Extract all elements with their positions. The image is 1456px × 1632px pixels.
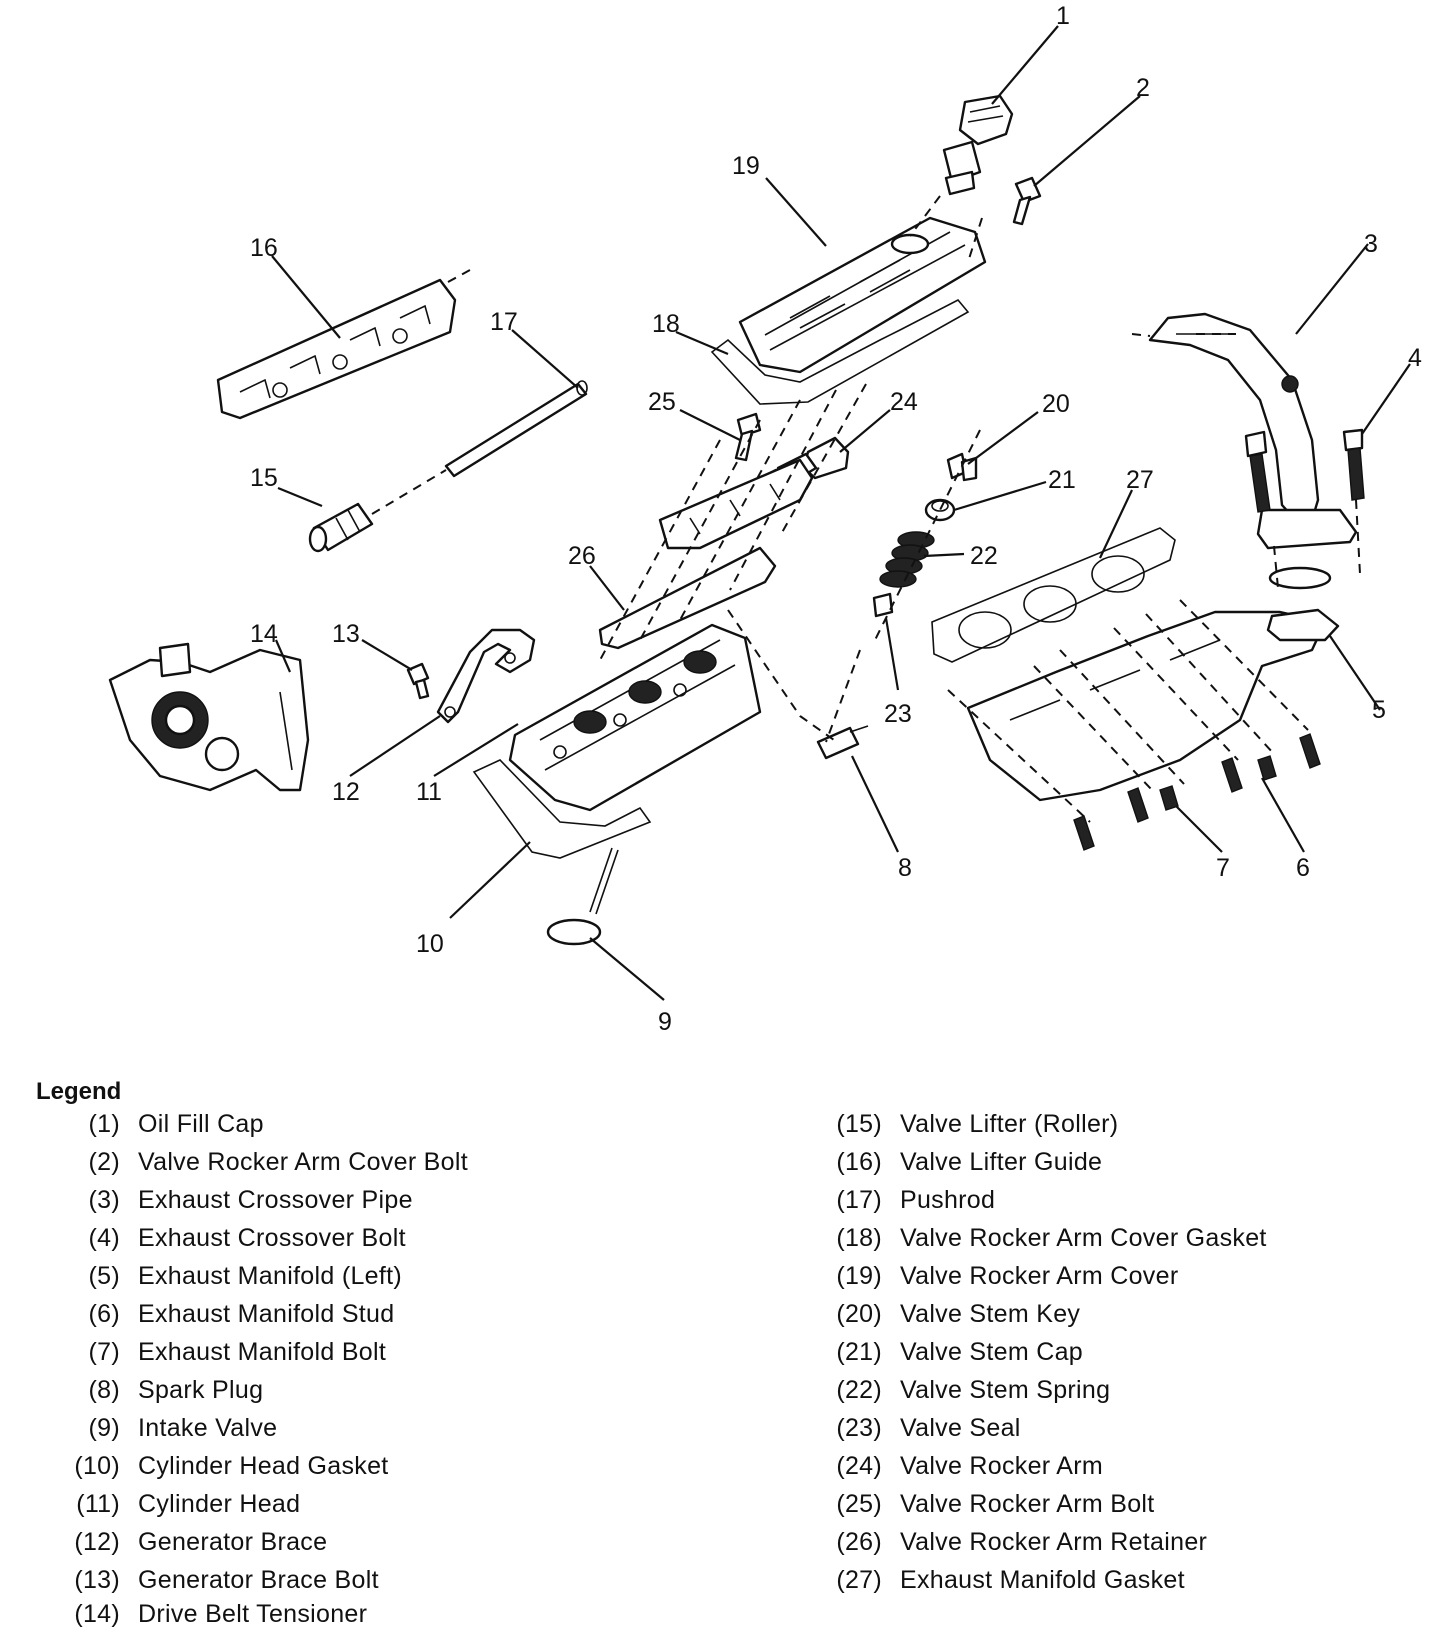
cylinder-head-part [508,623,762,812]
valve-stem-key-part [946,452,978,482]
callout-19: 19 [732,152,760,180]
legend-item: (8)Spark Plug [88,1376,264,1404]
legend-item: (25)Valve Rocker Arm Bolt [836,1490,1155,1518]
callout-9: 9 [658,1008,672,1036]
cover-bolt-part [1012,176,1042,226]
callout-1: 1 [1056,2,1070,30]
callout-21: 21 [1048,466,1076,494]
generator-brace-bolt-part [406,662,430,700]
exhaust-manifold-part [966,608,1340,802]
legend-item: (19)Valve Rocker Arm Cover [836,1262,1179,1290]
exhaust-manifold-gasket-part [931,527,1176,663]
callout-22: 22 [970,542,998,570]
callout-11: 11 [416,778,442,806]
oil-fill-cap-part [942,94,1014,196]
valve-stem-cap-part [924,498,956,522]
legend-item: (27)Exhaust Manifold Gasket [836,1566,1185,1594]
exhaust-crossover-pipe-part [1148,312,1358,590]
callout-23: 23 [884,700,912,728]
legend-item: (22)Valve Stem Spring [836,1376,1111,1404]
valve-stem-spring-part [879,531,935,588]
callout-5: 5 [1372,696,1386,724]
callout-14: 14 [250,620,278,648]
legend-item: (2)Valve Rocker Arm Cover Bolt [88,1148,468,1176]
callout-6: 6 [1296,854,1310,882]
callout-27: 27 [1126,466,1154,494]
legend-item: (11)Cylinder Head [76,1490,301,1518]
rocker-arm-bolt-part [734,412,762,462]
callout-18: 18 [652,310,680,338]
valve-seal-part [872,592,894,618]
callout-13: 13 [332,620,360,648]
callout-15: 15 [250,464,278,492]
legend-item: (17)Pushrod [836,1186,996,1214]
legend-item: (23)Valve Seal [836,1414,1021,1442]
callout-24: 24 [890,388,918,416]
rocker-arm-retainer-part [598,458,814,650]
callout-17: 17 [490,308,518,336]
legend-item: (20)Valve Stem Key [836,1300,1081,1328]
legend-item: (26)Valve Rocker Arm Retainer [836,1528,1208,1556]
exhaust-crossover-bolts-part [1244,428,1365,513]
valve-lifter-part [308,502,374,553]
callout-16: 16 [250,234,278,262]
legend-item: (7)Exhaust Manifold Bolt [88,1338,387,1366]
legend-item: (24)Valve Rocker Arm [836,1452,1104,1480]
callout-4: 4 [1408,344,1422,372]
cover-gasket-part [710,298,970,405]
legend-item: (4)Exhaust Crossover Bolt [88,1224,406,1252]
callout-2: 2 [1136,74,1150,102]
legend-item: (16)Valve Lifter Guide [836,1148,1103,1176]
legend-title: Legend [36,1078,122,1105]
legend-item: (18)Valve Rocker Arm Cover Gasket [836,1224,1267,1252]
legend-item: (9)Intake Valve [88,1414,278,1442]
legend-item: (10)Cylinder Head Gasket [74,1452,389,1480]
pushrod-part [444,380,588,478]
manifold-studs-bolts-part [1073,733,1321,851]
spark-plug-part [816,725,869,760]
exploded-view-diagram: 1 2 3 4 5 6 7 8 9 10 11 12 13 14 15 16 1… [108,2,1422,1036]
legend-item: (3)Exhaust Crossover Pipe [88,1186,413,1214]
valve-lifter-guide-part [216,278,457,420]
intake-valve-part [546,847,619,946]
callout-20: 20 [1042,390,1070,418]
callout-7: 7 [1216,854,1230,882]
legend-item: (13)Generator Brace Bolt [74,1566,379,1594]
callout-26: 26 [568,542,596,570]
legend-item: (6)Exhaust Manifold Stud [88,1300,395,1328]
legend-item: (5)Exhaust Manifold (Left) [88,1262,402,1290]
generator-brace-part [436,628,536,724]
callout-10: 10 [416,930,444,958]
drive-belt-tensioner-part [108,642,310,792]
callout-8: 8 [898,854,912,882]
callout-12: 12 [332,778,360,806]
legend-item: (1)Oil Fill Cap [88,1110,264,1138]
legend-item: (14)Drive Belt Tensioner [74,1600,368,1628]
legend-item: (12)Generator Brace [74,1528,328,1556]
cylinder-head-gasket-part [472,759,652,859]
legend-item: (21)Valve Stem Cap [836,1338,1083,1366]
callout-3: 3 [1364,230,1378,258]
callout-25: 25 [648,388,676,416]
legend-item: (15)Valve Lifter (Roller) [836,1110,1119,1138]
